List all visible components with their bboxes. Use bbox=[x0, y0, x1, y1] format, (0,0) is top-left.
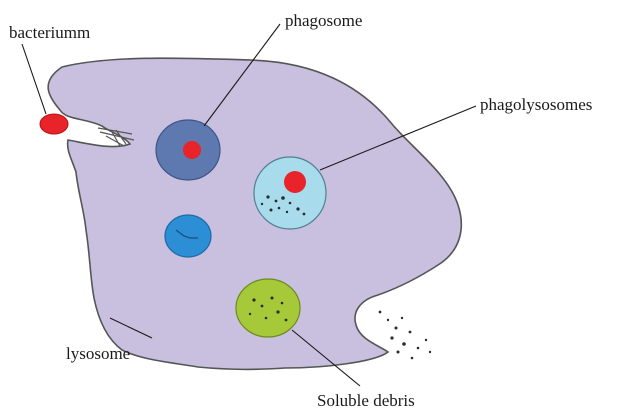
label-phagolysosomes: phagolysosomes bbox=[480, 96, 592, 113]
phagolysosome-bacterium bbox=[284, 171, 306, 193]
phagolysosome-vesicle bbox=[254, 157, 326, 229]
bacterium bbox=[40, 114, 68, 134]
soluble-debris-vesicle bbox=[236, 279, 300, 337]
label-lysosome: lysosome bbox=[66, 345, 130, 362]
label-bacterium: bacteriumm bbox=[9, 24, 90, 41]
label-phagosome: phagosome bbox=[285, 12, 362, 29]
label-soluble-debris: Soluble debris bbox=[317, 392, 415, 409]
lysosome-vesicle bbox=[165, 215, 211, 257]
phagosome-bacterium bbox=[183, 141, 201, 159]
leader-bacterium bbox=[22, 44, 46, 114]
